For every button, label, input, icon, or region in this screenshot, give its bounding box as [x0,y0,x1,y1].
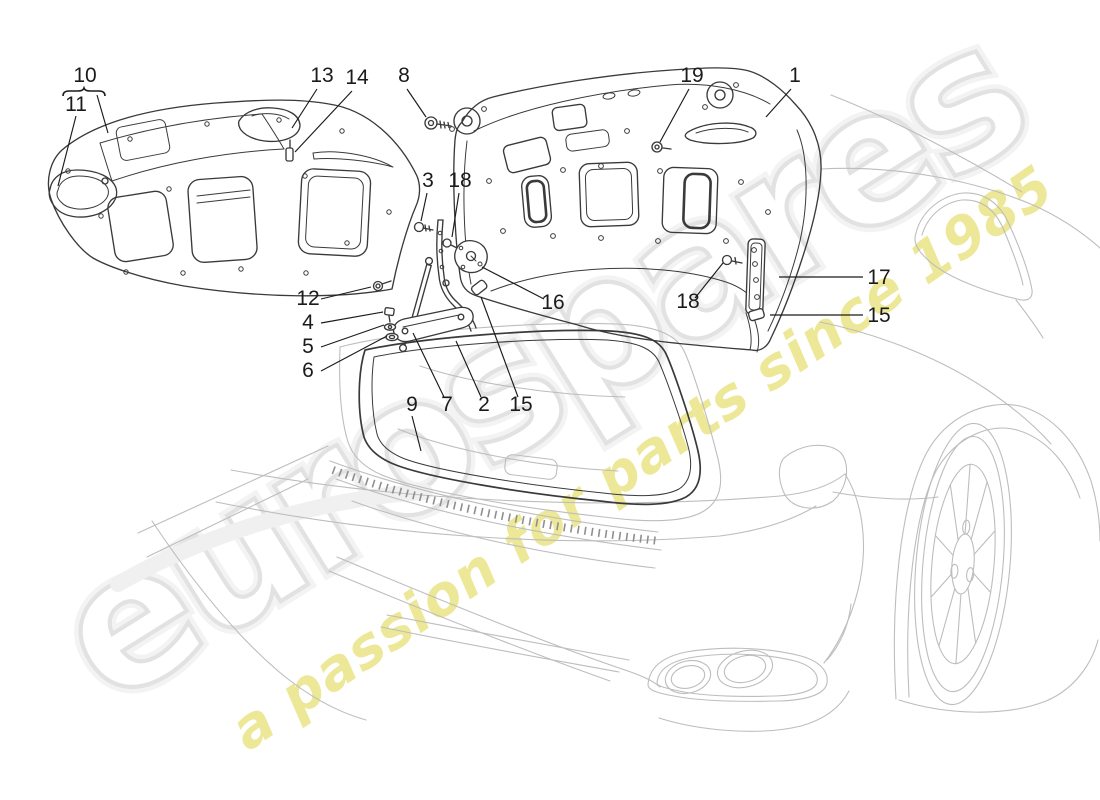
trunk-aperture [339,322,722,522]
grommet-6 [385,332,399,342]
trunk-lid [449,67,822,352]
callout-leaders [57,85,863,452]
callout-12[interactable]: 12 [296,287,319,310]
leader-16 [481,266,545,300]
liner-screw-holes [65,117,392,276]
rear-deck-line [820,167,1100,249]
bolt-18-right [721,254,743,266]
leader-2 [455,340,482,398]
car-body-art [110,94,1100,732]
callout-18-left[interactable]: 18 [448,169,471,192]
callout-labels: 10 11 13 14 8 19 1 3 18 12 4 5 6 16 18 1… [65,64,891,416]
callout-6[interactable]: 6 [302,359,314,382]
bolt-4 [384,306,395,323]
liner-pocket [48,169,118,218]
left-hinge-assembly [383,219,488,353]
exhaust-tips [664,649,774,695]
leader-4 [320,311,384,324]
watermark-brand-text: eurospares [19,0,1058,745]
right-hinge-assembly [721,238,766,353]
callout-7[interactable]: 7 [441,393,453,416]
leader-11 [57,115,77,187]
bracket-10 [62,85,106,97]
leader-8 [406,88,427,118]
callout-2[interactable]: 2 [478,393,490,416]
callout-17[interactable]: 17 [867,266,890,289]
lid-fastener-19 [651,141,672,153]
liner-pin [285,139,294,162]
parts-art [47,67,822,506]
trunk-liner-panel [47,99,421,297]
tread-serration [331,466,660,545]
leader-1 [765,88,792,118]
tread-plate [329,460,662,569]
leader-14 [294,90,353,153]
rear-wheel [914,422,1012,706]
callout-13[interactable]: 13 [310,64,333,87]
exhaust-recess [647,647,828,702]
callout-1[interactable]: 1 [789,64,801,87]
leader-15-bottom [480,296,519,398]
leader-5 [320,324,385,348]
liner-plug [372,280,392,292]
callout-5[interactable]: 5 [302,335,314,358]
liner-clip-seat [237,107,301,143]
callout-10[interactable]: 10 [73,64,96,87]
leader-10 [96,94,109,134]
buffer-screw-8 [424,116,452,130]
leader-12 [320,286,372,300]
leader-18-left [451,192,460,238]
callout-14[interactable]: 14 [345,66,369,89]
wheel-arch [893,403,1100,700]
leader-9 [411,415,422,452]
rocker-line [898,639,1099,713]
quarter-window [914,192,1044,339]
callout-18-right[interactable]: 18 [676,290,699,313]
rubber-seal-gasket [358,329,702,506]
washer-5 [383,323,397,331]
leader-7 [412,332,445,398]
rear-bumper [137,445,852,732]
latch-striker [504,454,558,480]
fender-top-line [819,321,1052,445]
bolt-3 [413,221,434,233]
callout-15-bottom[interactable]: 15 [509,393,532,416]
callout-19[interactable]: 19 [680,64,703,87]
buffer-15-right [747,308,765,322]
watermark-brand: eurospares eurospares [12,0,1064,752]
buffer-15-left [470,279,488,296]
lid-hinge-pockets [449,81,739,135]
callout-9[interactable]: 9 [406,393,418,416]
taillight-outline [778,444,848,509]
callout-4[interactable]: 4 [302,311,314,334]
body-crease [832,491,939,500]
leader-19 [659,88,690,143]
callout-11[interactable]: 11 [65,93,87,116]
leader-18-right [694,262,724,299]
callout-16[interactable]: 16 [541,291,564,314]
lid-grip-recess [684,122,757,145]
leader-3 [420,192,428,222]
callout-8[interactable]: 8 [398,64,410,87]
leader-13 [291,88,318,129]
roof-line [830,94,1023,193]
callout-3[interactable]: 3 [422,169,434,192]
tail-panel-edge [823,473,865,664]
lock-latch [454,240,488,274]
leader-6 [320,335,388,372]
lid-screw-holes [486,128,771,244]
callout-15-right[interactable]: 15 [867,304,890,327]
